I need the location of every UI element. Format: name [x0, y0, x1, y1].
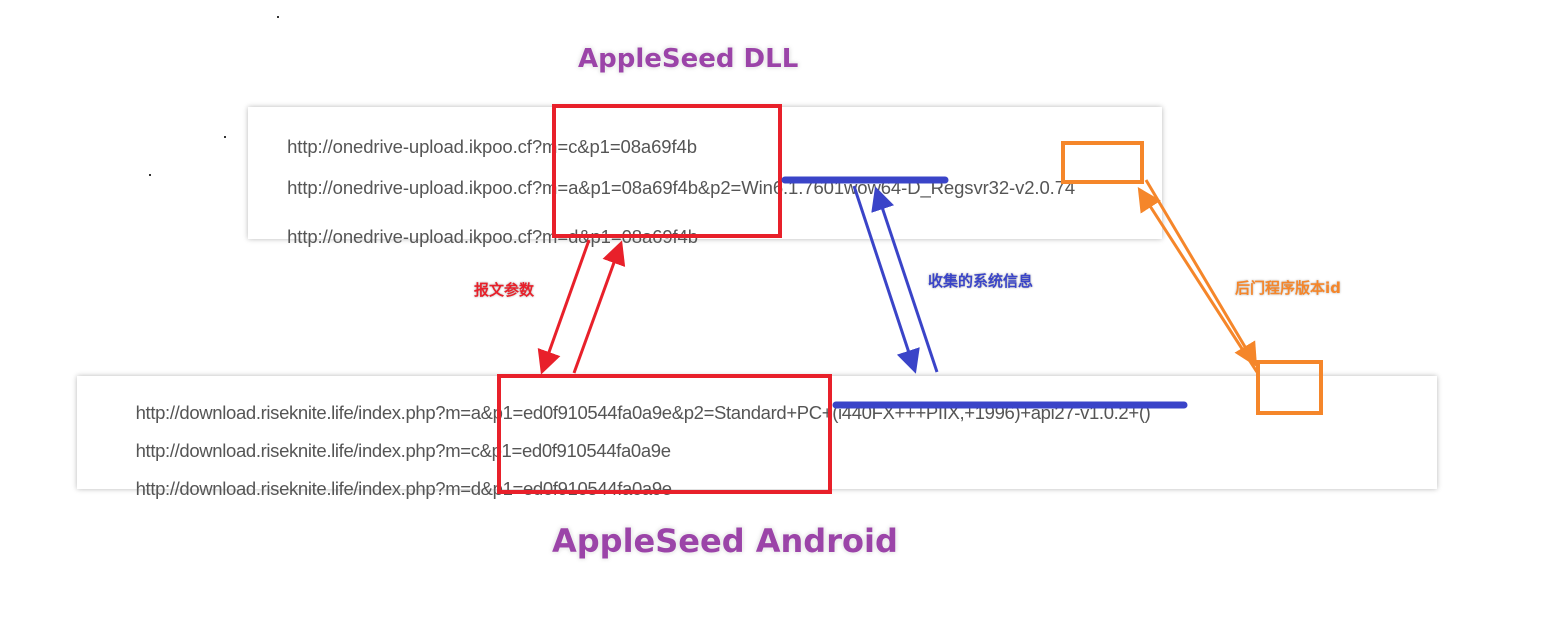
version-highlight-box-dll	[1061, 141, 1144, 184]
android-url-row: http://download.riseknite.life/index.php…	[126, 418, 671, 462]
url-params: ?m=a&p1=ed0f910544fa0a9e&p2=	[435, 402, 715, 423]
sysinfo-label: 收集的系统信息	[928, 272, 1034, 290]
version-arrow-down	[1144, 179, 1258, 368]
url-base: http://download.riseknite.life/index.php	[135, 478, 436, 499]
speck	[149, 174, 151, 176]
version-highlight-box-android	[1256, 360, 1323, 415]
url-params: ?m=c&p1=08a69f4b	[531, 136, 697, 157]
url-base: http://download.riseknite.life/index.php	[135, 440, 436, 461]
title-appleseed-dll: AppleSeed DLL	[578, 44, 799, 74]
version-label: 后门程序版本id	[1235, 279, 1341, 297]
speck	[224, 136, 226, 138]
url-base: http://onedrive-upload.ikpoo.cf	[287, 177, 532, 198]
params-label: 报文参数	[474, 281, 535, 299]
params-highlight-box-android	[497, 374, 832, 494]
dll-url-row: http://onedrive-upload.ikpoo.cf?m=c&p1=0…	[277, 114, 697, 158]
sysinfo-arrow-down	[852, 185, 920, 374]
params-arrow-up	[572, 240, 626, 374]
version-arrow-up	[1137, 186, 1259, 373]
url-params: ?m=a&p1=08a69f4b&p2=	[531, 177, 742, 198]
android-url-panel	[77, 376, 1437, 489]
url-version: v2.0.74	[1015, 177, 1076, 198]
params-highlight-box-dll	[552, 104, 782, 238]
title-appleseed-android: AppleSeed Android	[552, 522, 898, 560]
url-base: http://onedrive-upload.ikpoo.cf	[287, 226, 532, 247]
url-base: http://onedrive-upload.ikpoo.cf	[287, 136, 532, 157]
params-arrow-down	[537, 239, 591, 375]
speck	[277, 16, 279, 18]
sysinfo-arrow-up	[871, 186, 939, 373]
dll-url-panel	[248, 107, 1162, 239]
url-params: ?m=c&p1=ed0f910544fa0a9e	[435, 440, 671, 461]
url-base: http://download.riseknite.life/index.php	[135, 402, 436, 423]
